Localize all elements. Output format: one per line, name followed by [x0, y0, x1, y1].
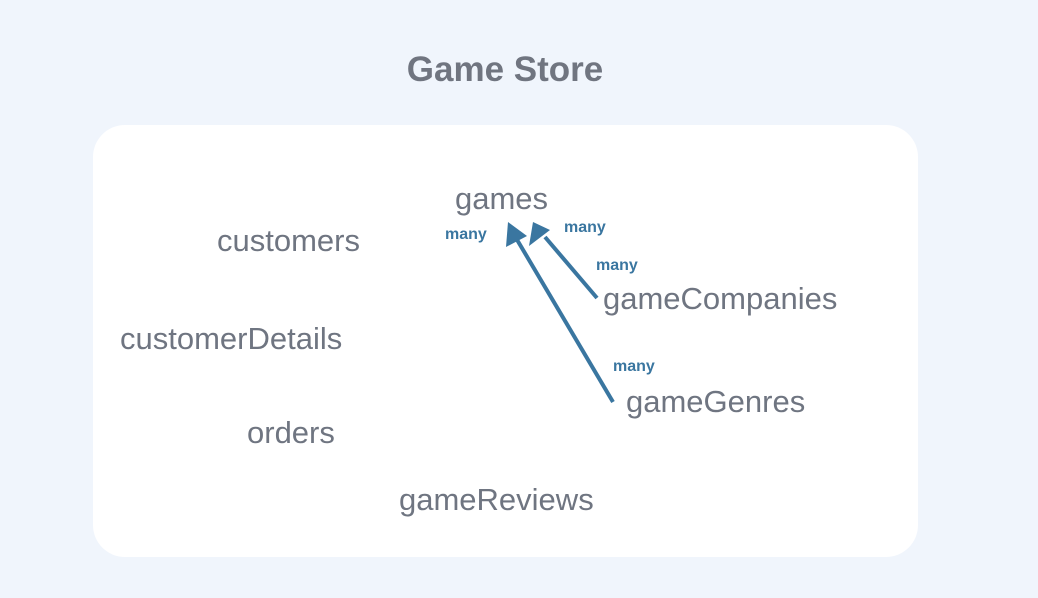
node-orders[interactable]: orders	[247, 415, 335, 450]
node-gameReviews[interactable]: gameReviews	[399, 482, 594, 517]
node-games[interactable]: games	[455, 181, 549, 216]
edge-label-from: many	[596, 257, 638, 274]
node-customerDetails[interactable]: customerDetails	[120, 321, 343, 356]
node-gameCompanies[interactable]: gameCompanies	[603, 281, 838, 316]
edge-label-from: many	[613, 358, 655, 375]
edge-label-to: many	[564, 219, 606, 236]
edge-gameCompanies-games	[529, 222, 599, 300]
arrowhead-icon	[529, 222, 550, 246]
node-gameGenres[interactable]: gameGenres	[626, 384, 806, 419]
node-customers[interactable]: customers	[217, 223, 360, 258]
arrowhead-icon	[506, 222, 527, 247]
edge-label-to: many	[445, 226, 487, 243]
diagram-title: Game Store	[406, 50, 604, 89]
diagram-canvas	[93, 125, 918, 557]
edge-gameGenres-games	[506, 222, 615, 404]
